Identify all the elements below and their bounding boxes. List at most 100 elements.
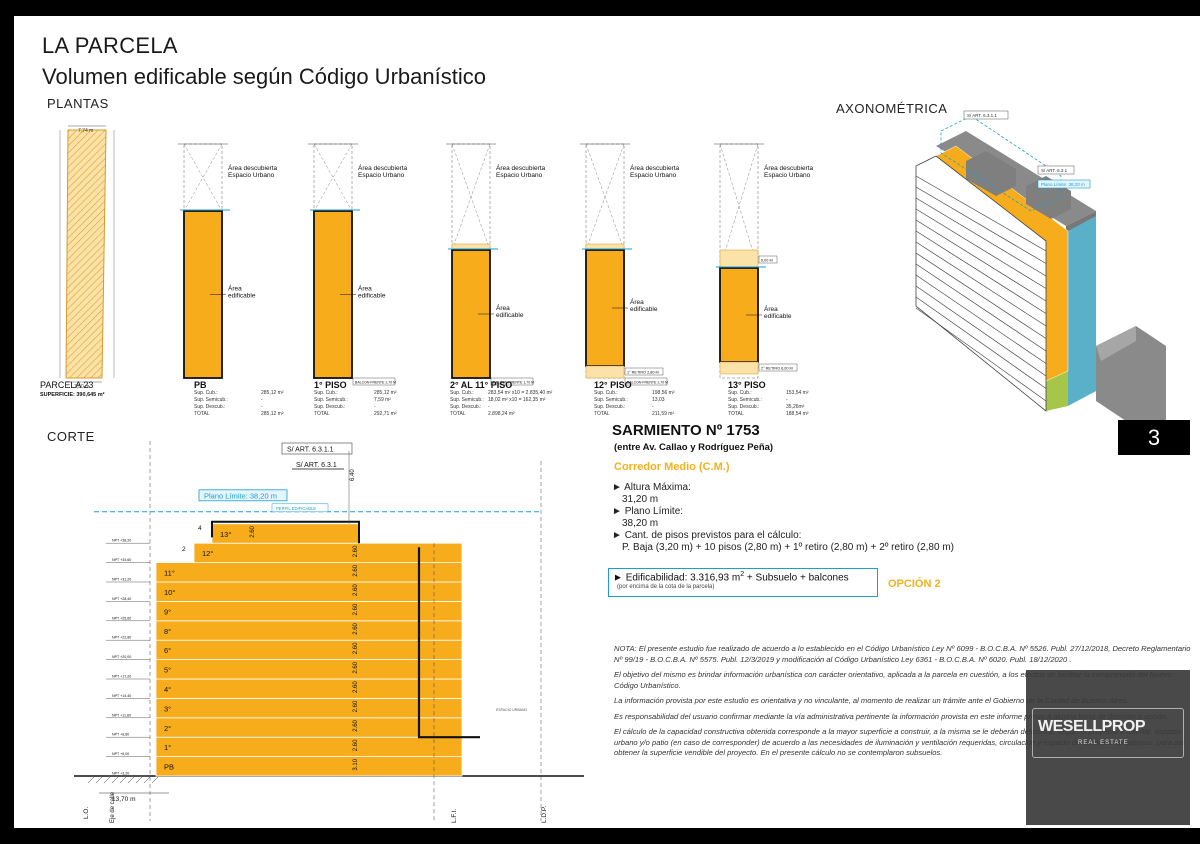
axo-slab-line: [915, 296, 1047, 389]
row-value: 285,12 m²: [374, 390, 397, 396]
npt-label: NPT +11,60: [112, 713, 131, 717]
step-label: 2: [182, 546, 186, 553]
section-corte: CORTE: [47, 429, 95, 444]
row-value: 13,03: [652, 397, 665, 403]
floor-height: 3.10: [353, 758, 359, 770]
row-value: -: [261, 404, 263, 410]
axo-slab-line: [915, 175, 1047, 252]
retiro1-label: 1° RETIRO 2,80 M: [627, 371, 659, 375]
document-sheet: LA PARCELA Volumen edificable según Códi…: [14, 16, 1200, 828]
section-axonometrica: AXONOMÉTRICA: [836, 101, 948, 116]
floor-label: 1°: [164, 743, 171, 752]
art1-box: [281, 442, 353, 455]
area-label: Área: [496, 303, 510, 312]
parcela-plan: 7,74 m 7,50 m: [59, 125, 115, 390]
floor-slab: [155, 620, 463, 641]
row-value: 2.898,24 m²: [488, 411, 515, 417]
balcon-label: BALCON FRENTE 1,70 M: [355, 381, 396, 385]
logo-watermark: WESELLPROP REAL ESTATE: [1026, 670, 1190, 825]
row-value: -: [261, 397, 263, 403]
page-title: LA PARCELA: [42, 33, 178, 58]
floor-slab: [155, 639, 463, 660]
floor-height: 2.60: [353, 642, 359, 654]
floor-slab: [155, 600, 463, 622]
ground-hatch: [87, 776, 95, 784]
plan-diagonal: [183, 143, 223, 212]
art1-label: S/ ART. 6.3.1.1: [287, 447, 334, 454]
plan-caption-row: Sup. Semicub.:-: [728, 397, 838, 404]
row-label: Sup. Descub.:: [450, 404, 482, 410]
row-value: -: [374, 404, 376, 410]
npt-label: NPT +20,00: [112, 655, 131, 659]
floor-slab: [155, 717, 463, 738]
axo-label-art2: S/ ART. 6.3.1: [1041, 168, 1068, 173]
floor-label: 11°: [164, 569, 175, 578]
npt-label: NPT +31,20: [112, 578, 131, 582]
row-label: TOTAL: [314, 411, 330, 417]
plano-label: Plano Límite:: [624, 506, 684, 517]
floor-label: 5°: [164, 666, 171, 675]
page-number-badge: 3: [1118, 420, 1190, 455]
row-label: Sup. Cub.:: [450, 390, 474, 396]
row-value: -: [488, 404, 490, 410]
axo-slab-line: [915, 252, 1047, 339]
ground-hatch: [151, 776, 159, 784]
floor-height: 2.60: [353, 545, 359, 557]
plan-caption-title: 13° PISO: [728, 380, 766, 390]
balcon-box: [352, 377, 396, 386]
plan-caption-row: TOTAL 292,71 m²: [314, 411, 424, 418]
altura-value: 31,20 m: [622, 494, 659, 505]
npt-label: NPT +25,60: [112, 616, 131, 620]
note-paragraph: La información provista por este estudio…: [614, 696, 1129, 705]
plano-limite-label: Plano Límite: 38,20 m: [204, 491, 277, 500]
edif-sup: 2: [740, 571, 745, 578]
logo-frame: [1032, 708, 1184, 758]
address-between: (entre Av. Callao y Rodríguez Peña): [614, 442, 774, 453]
npt-label: NPT +6,00: [112, 752, 129, 756]
area-descubierta-label: Área descubierta: [764, 163, 814, 172]
espacio-urbano-label: Espacio Urbano: [496, 172, 543, 179]
ground-hatch: [119, 776, 127, 784]
plan-caption-title: 1° PISO: [314, 380, 347, 390]
floor-label: 3°: [164, 704, 171, 713]
parcela-surface: SUPERFICIE: 390,645 m²: [40, 392, 105, 398]
plan-caption-row: Sup. Descub.:35,26m²: [728, 404, 838, 411]
plan-caption-row: Sup. Cub.:285,12 m²: [194, 390, 304, 397]
floor-label: 2°: [164, 724, 171, 733]
floor-label: 12°: [202, 549, 213, 558]
dim-600-label: 6,00 M: [761, 259, 773, 263]
bullet-icon: ►: [612, 482, 625, 493]
row-label: Sup. Cub.:: [594, 390, 618, 396]
note-paragraph: El cálculo de la capacidad constructiva …: [614, 727, 1185, 757]
floor-slab: [211, 523, 360, 544]
floor-height: 2.60: [353, 584, 359, 596]
row-value: 35,26m²: [786, 404, 805, 410]
bullet-icon: ►: [613, 572, 626, 584]
edificable-label: edificable: [358, 293, 386, 300]
note-paragraph: Es responsabilidad del usuario confirmar…: [614, 711, 1169, 721]
retiro2-box: [758, 363, 798, 372]
ldp-label: L.D.P.: [541, 806, 548, 823]
row-label: TOTAL: [194, 411, 210, 417]
plan-caption-row: Sup. Semicub.:-: [194, 397, 304, 404]
floor-slab: [155, 678, 463, 699]
retiro1-box: [624, 367, 664, 376]
width-label: 13,70 m: [112, 796, 136, 803]
row-value: 285,12 m²: [261, 411, 284, 417]
row-value: 198,56 m²: [652, 390, 675, 396]
floor-label: 13°: [220, 530, 231, 539]
option-label: OPCIÓN 2: [888, 578, 941, 590]
area-descubierta-label: Área descubierta: [358, 163, 408, 172]
pisos-label: Cant. de pisos previstos para el cálculo…: [624, 530, 802, 541]
parcela-bottom-dim: 7,50 m: [74, 384, 89, 390]
row-label: TOTAL: [728, 411, 744, 417]
row-label: TOTAL: [450, 411, 466, 417]
row-value: 292,71 m²: [374, 411, 397, 417]
plan-caption-title: 2° AL 11° PISO: [450, 380, 513, 390]
npt-label: NPT +14,40: [112, 694, 131, 698]
row-value: 283,54 m² x10 = 2.835,40 m²: [488, 390, 553, 396]
espacio-urbano-label: Espacio Urbano: [228, 172, 275, 179]
balcon-label: BALCON FRENTE 1,70 M: [493, 381, 534, 385]
